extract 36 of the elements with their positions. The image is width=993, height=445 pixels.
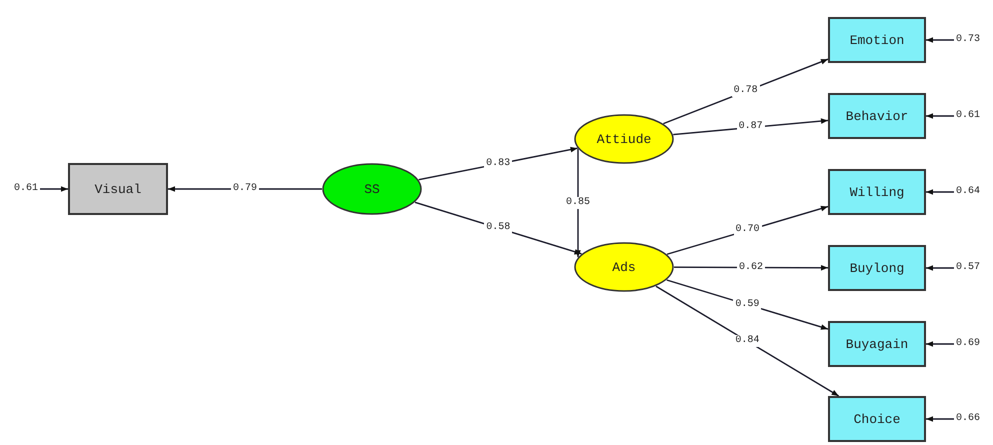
error-arrow — [926, 341, 954, 347]
variable-name: Visual — [94, 182, 142, 196]
variable-name: Ads — [612, 260, 636, 274]
observed-variable-box — [828, 17, 926, 63]
variable-name: Buyagain — [846, 336, 908, 352]
latent-variable-ellipse — [322, 163, 422, 215]
observed-variable-box — [828, 93, 926, 139]
error-arrow — [926, 37, 954, 43]
variable-name: SS — [364, 182, 380, 196]
path-arrow — [575, 148, 581, 258]
path-coefficient-label: 0.58 — [484, 222, 512, 234]
error-arrow — [926, 189, 954, 195]
error-arrow — [40, 186, 68, 192]
path-coefficient-label: 0.59 — [733, 298, 762, 311]
error-arrow — [926, 416, 954, 422]
error-arrow — [926, 113, 954, 119]
observed-variable-box — [68, 163, 168, 215]
path-coefficient-label: 0.83 — [484, 158, 512, 170]
variable-name: Choice — [854, 412, 900, 426]
path-coefficient-label: 0.85 — [564, 197, 592, 209]
variable-name: Attiude — [596, 132, 652, 146]
path-coefficient-label: 0.84 — [733, 335, 762, 348]
observed-variable-box — [828, 321, 926, 367]
latent-variable-ellipse — [574, 242, 674, 292]
variable-name: Willing — [850, 184, 904, 200]
path-arrow — [656, 286, 840, 397]
observed-variable-box — [828, 396, 926, 442]
path-coefficient-label: 0.70 — [734, 224, 762, 236]
path-coefficient-label: 0.78 — [732, 85, 760, 98]
latent-variable-ellipse — [574, 114, 674, 164]
error-arrow — [926, 265, 954, 271]
variable-name: Behavior — [846, 108, 908, 124]
variable-name: Buylong — [850, 260, 904, 276]
observed-variable-box — [828, 245, 926, 291]
observed-variable-box — [828, 169, 926, 215]
variable-name: Emotion — [850, 32, 904, 48]
